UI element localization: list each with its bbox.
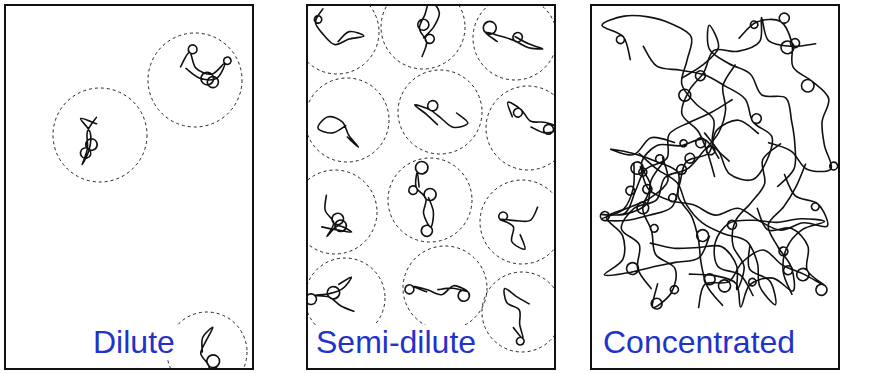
coil-boundary: [167, 312, 247, 369]
polymer-chain: [600, 120, 758, 221]
polymer-chain: [415, 101, 468, 128]
polymer-chain: [418, 5, 440, 56]
coil-boundary: [307, 78, 389, 162]
polymer-chain: [409, 161, 436, 236]
polymer-chain: [483, 21, 542, 49]
polymer-chain: [181, 45, 231, 88]
coil-boundary: [486, 86, 555, 170]
polymer-chain: [739, 13, 838, 171]
polymer-chain: [405, 285, 469, 301]
polymer-chain: [318, 117, 359, 148]
regime-label: Concentrated: [600, 325, 798, 360]
polymer-chain: [201, 327, 220, 369]
regime-panel: Concentrated: [590, 4, 840, 370]
coil-boundary: [473, 5, 555, 80]
concentrated-chains: [600, 13, 837, 309]
polymer-chain: [508, 102, 555, 134]
coil-boundary: [403, 246, 487, 330]
polymer-chain: [499, 207, 538, 249]
polymer-chain: [504, 288, 529, 345]
polymer-chain: [679, 18, 816, 177]
polymer-chain: [80, 117, 97, 164]
coil-boundary: [307, 5, 379, 74]
coil-boundary: [388, 158, 472, 242]
coil-boundary: [398, 70, 482, 154]
coil-boundary: [307, 170, 377, 254]
polymer-chain: [640, 167, 827, 230]
dilute-chains: [53, 33, 247, 369]
semi-dilute-chains: [307, 5, 555, 352]
polymer-chain: [650, 144, 780, 290]
polymer-chain: [322, 195, 352, 236]
polymer-chain: [604, 158, 709, 276]
regime-label: Dilute: [90, 325, 178, 360]
polymer-chain: [307, 277, 354, 311]
coil-boundary: [482, 272, 555, 352]
polymer-chain: [682, 25, 796, 186]
polymer-chain: [611, 137, 723, 305]
coil-boundary: [480, 180, 555, 264]
coil-boundary: [381, 5, 465, 69]
polymer-chain: [314, 9, 363, 45]
regime-label: Semi-dilute: [313, 325, 479, 360]
regime-panel: Dilute: [4, 4, 254, 370]
polymer-chain: [639, 154, 776, 305]
coil-boundary: [148, 33, 242, 127]
polymer-chain: [621, 65, 735, 289]
coil-boundary: [53, 88, 147, 182]
regime-panel: Semi-dilute: [306, 4, 556, 370]
